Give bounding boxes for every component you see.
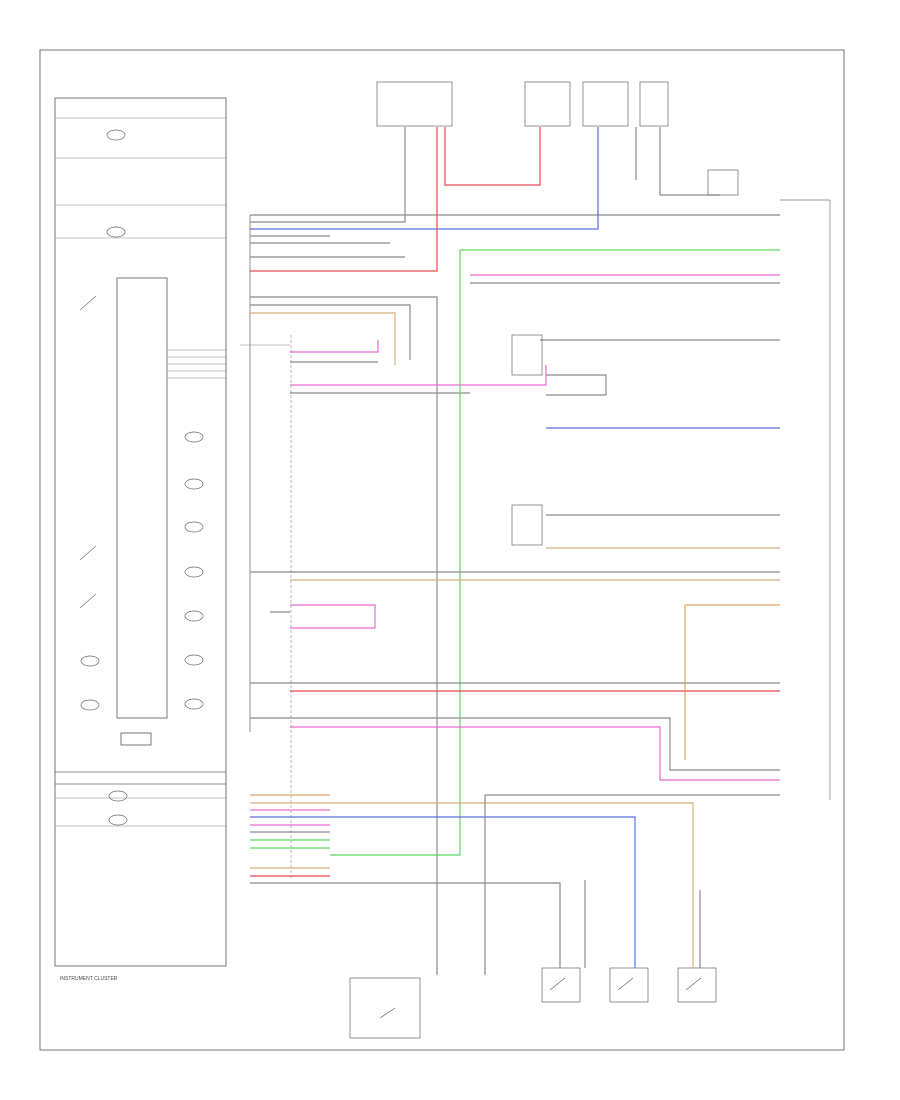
top-connectors — [376, 81, 739, 196]
gauge-switches — [79, 295, 97, 609]
sensor-boxes — [349, 334, 717, 1039]
mid-harness-wires — [250, 250, 780, 975]
harness-bus — [240, 215, 292, 880]
right-harness-wires — [250, 514, 780, 796]
right-frame-lines — [780, 199, 831, 800]
cluster-inner-module — [116, 277, 168, 719]
indicator-bulbs-right — [184, 431, 204, 710]
top-harness-wires — [250, 127, 780, 284]
cluster-outline — [54, 97, 227, 967]
bottom-switches — [379, 977, 702, 1019]
cluster-pin-lines — [55, 117, 226, 827]
diagram-frame — [39, 49, 845, 1051]
indicator-bulbs-left — [80, 129, 128, 826]
lower-harness-wires — [250, 794, 701, 975]
cluster-label: INSTRUMENT CLUSTER — [60, 976, 118, 982]
instrument-cluster: INSTRUMENT CLUSTER — [54, 97, 227, 982]
buzzer-box — [120, 732, 152, 746]
